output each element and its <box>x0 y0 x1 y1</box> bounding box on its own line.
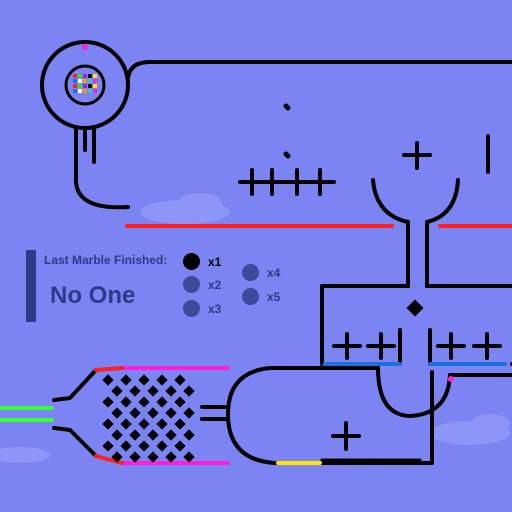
marble <box>88 74 92 78</box>
peg <box>138 440 150 452</box>
speed-radio-icon <box>183 253 200 270</box>
peg <box>174 374 186 386</box>
track-accents <box>0 224 512 465</box>
plus-obstacle-basin <box>331 421 361 451</box>
marble <box>73 89 77 93</box>
last-marble-label: Last Marble Finished: <box>44 253 168 267</box>
peg <box>129 407 141 419</box>
peg <box>138 374 150 386</box>
marble <box>83 74 87 78</box>
last-marble-value: No One <box>50 282 136 309</box>
peg <box>183 429 195 441</box>
plus-pair-right <box>436 332 502 360</box>
marble <box>73 74 77 78</box>
peg <box>165 385 177 397</box>
marble <box>88 79 92 83</box>
hud-accent-bar <box>26 250 36 322</box>
marble <box>88 89 92 93</box>
peg <box>156 440 168 452</box>
peg <box>129 385 141 397</box>
peg <box>174 418 186 430</box>
box-left-wall <box>320 284 410 366</box>
peg <box>120 418 132 430</box>
funnel-left <box>371 178 410 224</box>
speed-option-x3[interactable]: x3 <box>183 300 221 317</box>
speed-option-x5[interactable]: x5 <box>242 288 280 305</box>
hook-chute <box>74 126 130 210</box>
marble <box>83 84 87 88</box>
marble <box>93 84 97 88</box>
speed-option-x1[interactable]: x1 <box>183 253 221 270</box>
peg <box>147 407 159 419</box>
peg <box>102 418 114 430</box>
peg <box>165 407 177 419</box>
peg <box>120 440 132 452</box>
track <box>40 40 512 465</box>
basin-marker <box>448 376 454 382</box>
peg-grid <box>102 374 195 463</box>
peg <box>174 440 186 452</box>
marble <box>73 84 77 88</box>
peg <box>102 396 114 408</box>
peg <box>147 451 159 463</box>
peg <box>111 385 123 397</box>
speed-radio-icon <box>183 276 200 293</box>
plus-pair-left <box>332 332 396 360</box>
marble <box>78 79 82 83</box>
peg <box>111 407 123 419</box>
background-clouds <box>0 193 510 463</box>
top-rail <box>126 60 512 80</box>
speed-radio-icon <box>242 288 259 305</box>
peg <box>156 374 168 386</box>
peg <box>147 429 159 441</box>
speed-option-x4[interactable]: x4 <box>242 264 280 281</box>
peg <box>138 396 150 408</box>
peg <box>156 396 168 408</box>
peg <box>129 429 141 441</box>
peg <box>102 440 114 452</box>
peg <box>183 385 195 397</box>
peg <box>138 418 150 430</box>
marble <box>83 79 87 83</box>
marble <box>93 89 97 93</box>
marble <box>78 74 82 78</box>
speed-radio-icon <box>183 300 200 317</box>
peg <box>102 374 114 386</box>
marble-hopper <box>64 64 106 106</box>
marble <box>88 84 92 88</box>
marble <box>73 79 77 83</box>
peg <box>174 396 186 408</box>
peg <box>120 374 132 386</box>
marbles <box>73 74 97 93</box>
peg <box>120 396 132 408</box>
peg <box>183 407 195 419</box>
hopper-marker <box>82 44 88 50</box>
peg <box>183 451 195 463</box>
peg <box>165 429 177 441</box>
marble <box>93 79 97 83</box>
marble <box>93 74 97 78</box>
plus-obstacle <box>402 141 432 170</box>
speed-radio-icon <box>242 264 259 281</box>
comb-obstacle <box>238 168 336 196</box>
obstacles <box>102 134 502 463</box>
marble <box>78 84 82 88</box>
peg <box>129 451 141 463</box>
peg <box>156 418 168 430</box>
peg <box>165 451 177 463</box>
peg <box>111 429 123 441</box>
diamond-obstacle <box>406 299 424 317</box>
funnel-right <box>425 178 460 224</box>
peg <box>147 385 159 397</box>
speed-option-x2[interactable]: x2 <box>183 276 221 293</box>
marble <box>83 89 87 93</box>
marble <box>78 89 82 93</box>
